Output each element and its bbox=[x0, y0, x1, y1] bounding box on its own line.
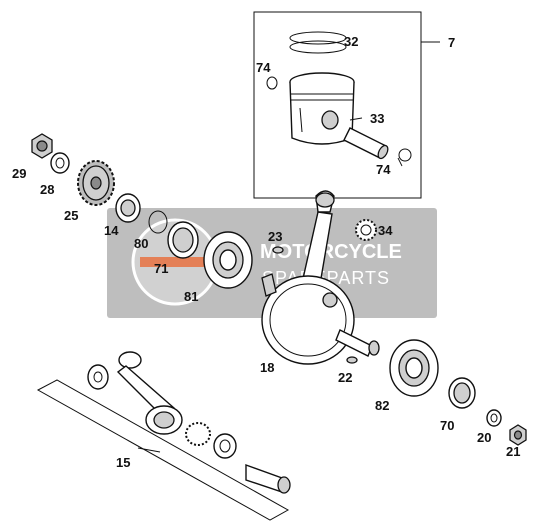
label-81: 81 bbox=[184, 289, 198, 304]
piston-pin bbox=[343, 127, 389, 160]
label-33: 33 bbox=[370, 111, 384, 126]
ball-bearing-81 bbox=[203, 231, 253, 289]
label-74-top: 74 bbox=[256, 60, 271, 75]
nut-29 bbox=[31, 133, 53, 159]
label-82: 82 bbox=[375, 398, 389, 413]
piston bbox=[289, 72, 355, 145]
label-23: 23 bbox=[268, 229, 282, 244]
circlip-right bbox=[398, 148, 412, 162]
label-22: 22 bbox=[338, 370, 352, 385]
label-21: 21 bbox=[506, 444, 520, 459]
piston-kit-frame bbox=[253, 11, 440, 199]
seal-70 bbox=[448, 377, 476, 409]
washer-20 bbox=[486, 409, 502, 427]
oring-80 bbox=[148, 210, 168, 234]
bearing-14 bbox=[115, 193, 141, 223]
conrod-kit-15 bbox=[36, 351, 291, 521]
ball-bearing-82 bbox=[389, 339, 439, 397]
washer-28 bbox=[50, 152, 70, 174]
needle-bearing-34 bbox=[355, 219, 377, 241]
seal-71 bbox=[167, 221, 199, 259]
crankshaft-18 bbox=[261, 190, 380, 365]
label-29: 29 bbox=[12, 166, 26, 181]
leader-lines bbox=[137, 117, 403, 453]
circlip-left bbox=[266, 76, 278, 90]
label-28: 28 bbox=[40, 182, 54, 197]
label-15: 15 bbox=[116, 455, 130, 470]
label-14: 14 bbox=[104, 223, 119, 238]
label-32: 32 bbox=[344, 34, 358, 49]
label-71: 71 bbox=[154, 261, 168, 276]
label-25: 25 bbox=[64, 208, 78, 223]
label-74-bottom: 74 bbox=[376, 162, 391, 177]
label-70: 70 bbox=[440, 418, 454, 433]
key-23 bbox=[272, 246, 284, 254]
piston-rings bbox=[289, 31, 347, 54]
gear-25 bbox=[77, 160, 115, 206]
watermark-line1: MOTORCYCLE bbox=[260, 241, 402, 263]
label-80: 80 bbox=[134, 236, 148, 251]
label-20: 20 bbox=[477, 430, 491, 445]
key-22 bbox=[346, 356, 358, 364]
callout-labels: 7 32 74 33 74 29 28 25 14 80 71 81 23 34… bbox=[12, 34, 520, 470]
label-34: 34 bbox=[378, 223, 393, 238]
label-7: 7 bbox=[448, 35, 455, 50]
nut-21 bbox=[509, 424, 527, 446]
label-18: 18 bbox=[260, 360, 274, 375]
